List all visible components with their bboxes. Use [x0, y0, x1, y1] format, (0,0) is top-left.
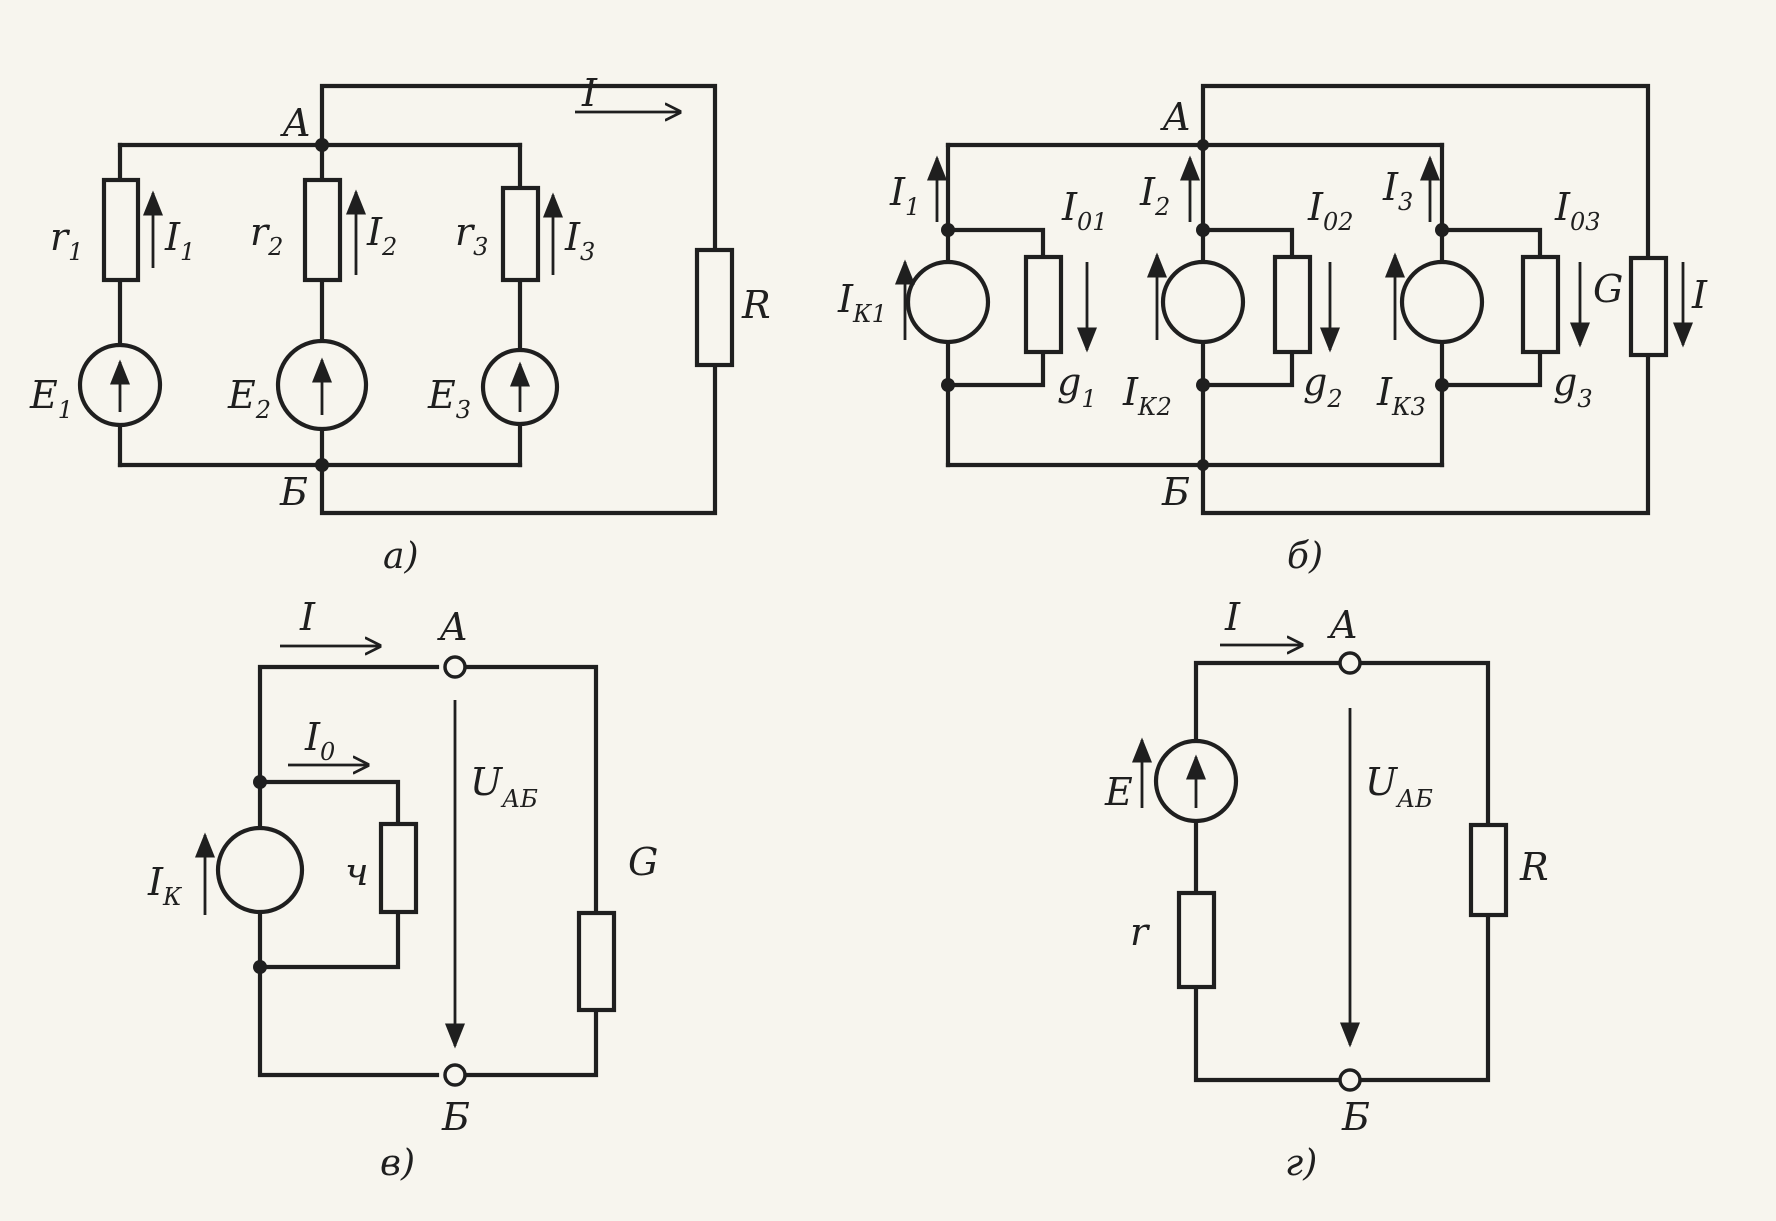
label-i0: I0 [304, 715, 335, 766]
caption-d: г) [1285, 1143, 1317, 1184]
panel-b-node-1-bottom [941, 378, 955, 392]
label-e2: E2 [227, 373, 271, 424]
label-node-b-b: Б [1161, 470, 1190, 514]
panel-b-node-b-dot [1197, 459, 1209, 471]
node-b-dot [315, 458, 329, 472]
label-internal-r: r [1130, 910, 1151, 954]
panel-b-node-3-bottom [1435, 378, 1449, 392]
panel-b-node-2-bottom [1196, 378, 1210, 392]
label-current-i-c: I [299, 595, 316, 639]
panel-c-inner-loop [257, 779, 401, 970]
label-uab-c: UАБ [470, 760, 538, 813]
label-node-b-c: Б [441, 1095, 470, 1139]
conductance-g2 [1272, 254, 1313, 355]
label-node-a-b: A [1160, 95, 1190, 139]
label-ik2: IК2 [1122, 370, 1172, 421]
terminal-b-d [1338, 1068, 1362, 1092]
panel-b-node-2-top [1196, 223, 1210, 237]
load-resistor-r [694, 247, 735, 368]
caption-b: б) [1287, 536, 1323, 577]
internal-conductance [378, 821, 419, 915]
internal-resistor-r [1176, 890, 1217, 990]
label-node-b: Б [279, 470, 308, 514]
panel-a: A Б I r1 r2 r3 I1 I2 I3 E1 E2 E3 R а) [29, 71, 771, 577]
label-ik: IК [147, 860, 183, 911]
label-i3: I3 [564, 215, 595, 266]
label-node-b-d: Б [1341, 1095, 1370, 1139]
label-i2: I2 [366, 210, 397, 261]
label-i1: I1 [164, 215, 195, 266]
current-source-ik2 [1160, 259, 1246, 345]
label-i2-b: I2 [1139, 170, 1170, 221]
label-current-i: I [581, 71, 598, 115]
label-node-a-d: A [1327, 603, 1357, 647]
label-emf-e: E [1104, 770, 1133, 814]
panel-c-node-bottom [253, 960, 267, 974]
label-r3: r3 [455, 210, 488, 261]
node-a-dot [315, 138, 329, 152]
current-source-ik1 [905, 259, 991, 345]
label-i1-b: I1 [889, 170, 920, 221]
panel-b-node-3-top [1435, 223, 1449, 237]
label-load-current-b: I [1691, 273, 1708, 317]
label-g3: g3 [1553, 360, 1593, 413]
panel-c: A Б I I0 IК ч UАБ G в) [147, 595, 658, 1184]
conductance-g1 [1023, 254, 1064, 355]
caption-a: а) [383, 536, 419, 577]
label-i01: I01 [1061, 185, 1108, 236]
resistor-r1 [101, 177, 141, 283]
label-g1: g1 [1057, 360, 1097, 413]
panel-a-feed-wire-bottom [319, 362, 718, 516]
current-source-ik3 [1399, 259, 1485, 345]
label-load-r-d: R [1519, 845, 1549, 889]
terminal-a-d [1338, 651, 1362, 675]
label-load-g: G [1593, 267, 1623, 311]
resistor-r3 [500, 185, 541, 283]
label-e1: E1 [29, 373, 73, 424]
panel-b: A Б I1 I2 I3 I01 I02 I03 IК1 IК2 IК3 g1 … [837, 83, 1708, 577]
caption-c: в) [380, 1143, 415, 1184]
terminal-a-c [443, 655, 467, 679]
label-ik3: IК3 [1376, 370, 1426, 421]
load-conductance-g-c [576, 910, 617, 1013]
panel-b-node-1-top [941, 223, 955, 237]
current-source-ik [215, 825, 305, 915]
label-node-a: A [280, 101, 310, 145]
load-resistor-r-d [1468, 822, 1509, 918]
load-conductance-g [1628, 255, 1669, 358]
label-r1: r1 [50, 215, 83, 266]
label-uab-d: UАБ [1365, 760, 1433, 813]
label-load-g-c: G [628, 840, 658, 884]
panel-d: A Б I E r UАБ R г) [1104, 595, 1549, 1184]
label-ik1: IК1 [837, 277, 887, 328]
label-i02: I02 [1307, 185, 1354, 236]
label-g2: g2 [1303, 360, 1343, 413]
panel-c-node-top [253, 775, 267, 789]
label-current-i-d: I [1224, 595, 1241, 639]
label-i03: I03 [1554, 185, 1601, 236]
label-node-a-c: A [437, 605, 467, 649]
label-i3-b: I3 [1382, 165, 1413, 216]
panel-b-branch-3-wire [1439, 142, 1543, 468]
resistor-r2 [302, 177, 343, 283]
panel-d-outer-loop [1193, 660, 1491, 1083]
panel-b-feed-bottom [1200, 352, 1651, 516]
label-load-r: R [741, 283, 771, 327]
label-e3: E3 [427, 373, 471, 424]
panel-b-node-a-dot [1197, 139, 1209, 151]
label-r2: r2 [250, 210, 283, 261]
panel-b-branch-1-wire [945, 142, 1046, 468]
conductance-g3 [1520, 254, 1561, 355]
panel-b-feed-top [1200, 83, 1651, 261]
panel-a-feed-wire-top [319, 83, 718, 253]
label-internal-conductance: ч [345, 850, 369, 894]
panel-b-branch-2-wire [1200, 142, 1295, 468]
terminal-b-c [443, 1063, 467, 1087]
